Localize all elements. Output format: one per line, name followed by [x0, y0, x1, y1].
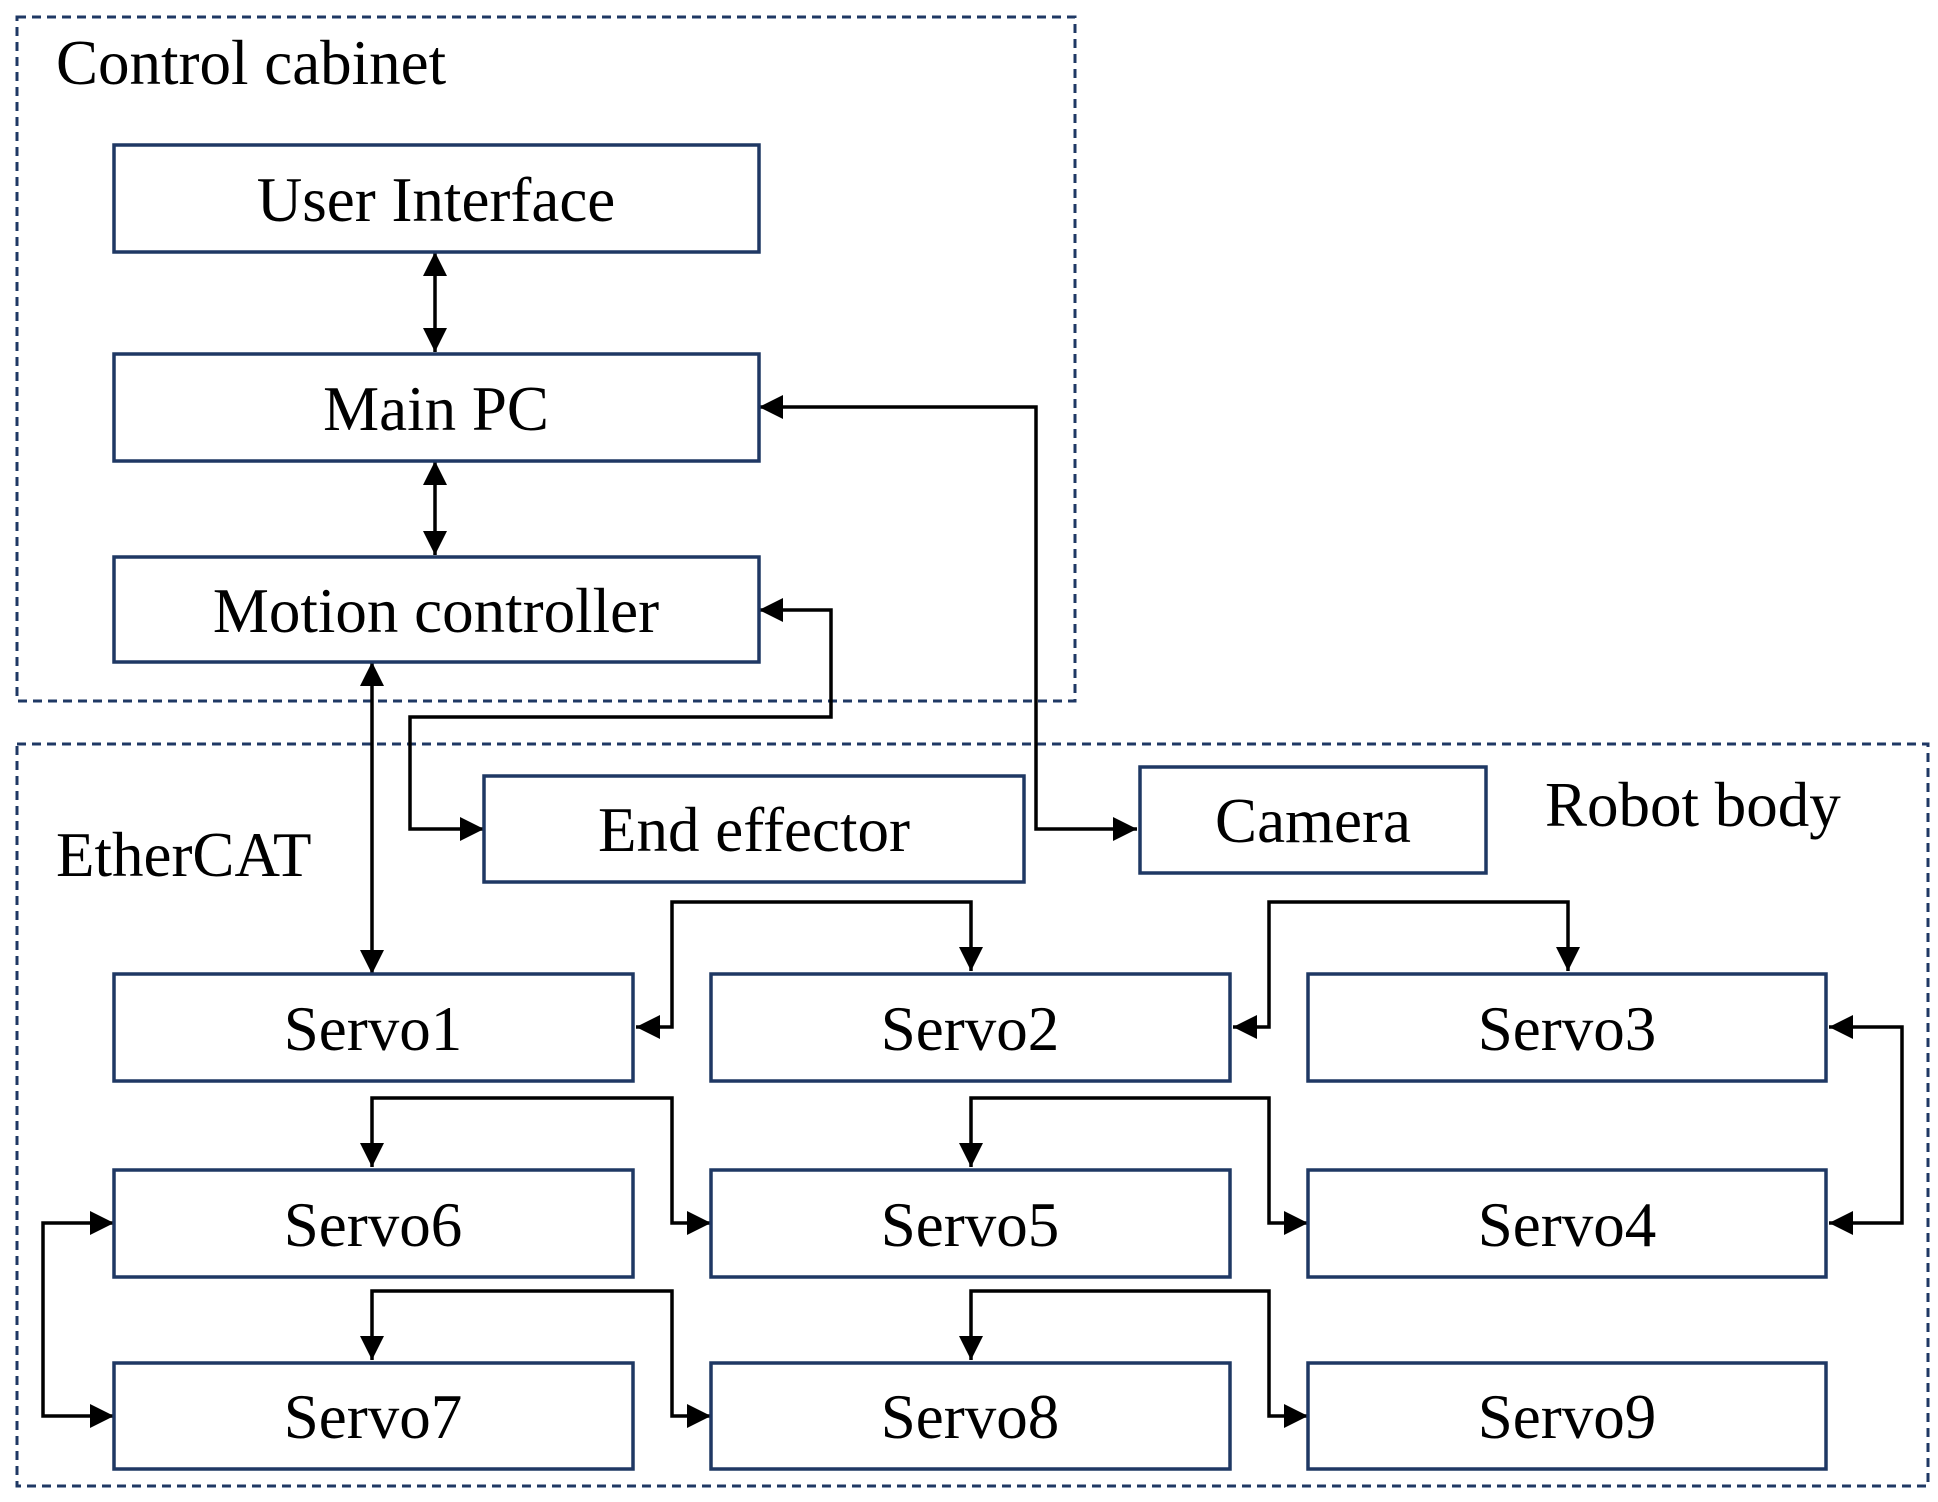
user-interface-label: User Interface [257, 165, 616, 235]
servo3-label: Servo3 [1478, 994, 1656, 1064]
ethercat-label: EtherCAT [56, 820, 311, 890]
motion-controller-label: Motion controller [213, 576, 659, 646]
servo1-servo2-connector [636, 900, 983, 1039]
servo6-servo7-connector [41, 1211, 114, 1428]
servo8-servo9-connector [959, 1289, 1308, 1428]
servo7-box: Servo7 [112, 1361, 635, 1471]
servo1-label: Servo1 [284, 994, 462, 1064]
robot-body-group [15, 742, 1930, 1488]
robot-body-label: Robot body [1545, 770, 1841, 840]
main-pc-box: Main PC [112, 352, 761, 463]
servo4-servo5-connector [959, 1096, 1308, 1235]
servo4-label: Servo4 [1478, 1190, 1656, 1260]
servo5-box: Servo5 [709, 1168, 1232, 1279]
camera-box: Camera [1138, 765, 1488, 875]
servo9-label: Servo9 [1478, 1382, 1656, 1452]
camera-label: Camera [1215, 786, 1411, 856]
servo2-label: Servo2 [881, 994, 1059, 1064]
servo5-label: Servo5 [881, 1190, 1059, 1260]
servo9-box: Servo9 [1306, 1361, 1828, 1471]
servo8-label: Servo8 [881, 1382, 1059, 1452]
servo3-servo4-connector [1829, 1015, 1904, 1235]
servo7-label: Servo7 [284, 1382, 462, 1452]
end-effector-label: End effector [598, 795, 910, 865]
user-interface-box: User Interface [112, 143, 761, 254]
motion-endeffector-connector [408, 598, 833, 841]
connectors [41, 252, 1904, 1428]
servo3-box: Servo3 [1306, 972, 1828, 1083]
control-cabinet-label: Control cabinet [56, 28, 447, 98]
servo8-box: Servo8 [709, 1361, 1232, 1471]
servo6-label: Servo6 [284, 1190, 462, 1260]
servo6-box: Servo6 [112, 1168, 635, 1279]
servo2-box: Servo2 [709, 972, 1232, 1083]
servo5-servo6-connector [360, 1096, 711, 1235]
main-pc-label: Main PC [323, 374, 549, 444]
motion-controller-box: Motion controller [112, 555, 761, 664]
camera-mainpc-connector [759, 395, 1137, 841]
servo1-box: Servo1 [112, 972, 635, 1083]
servo7-servo8-connector [360, 1289, 711, 1428]
end-effector-box: End effector [482, 774, 1026, 884]
servo2-servo3-connector [1233, 900, 1580, 1039]
servo4-box: Servo4 [1306, 1168, 1828, 1279]
